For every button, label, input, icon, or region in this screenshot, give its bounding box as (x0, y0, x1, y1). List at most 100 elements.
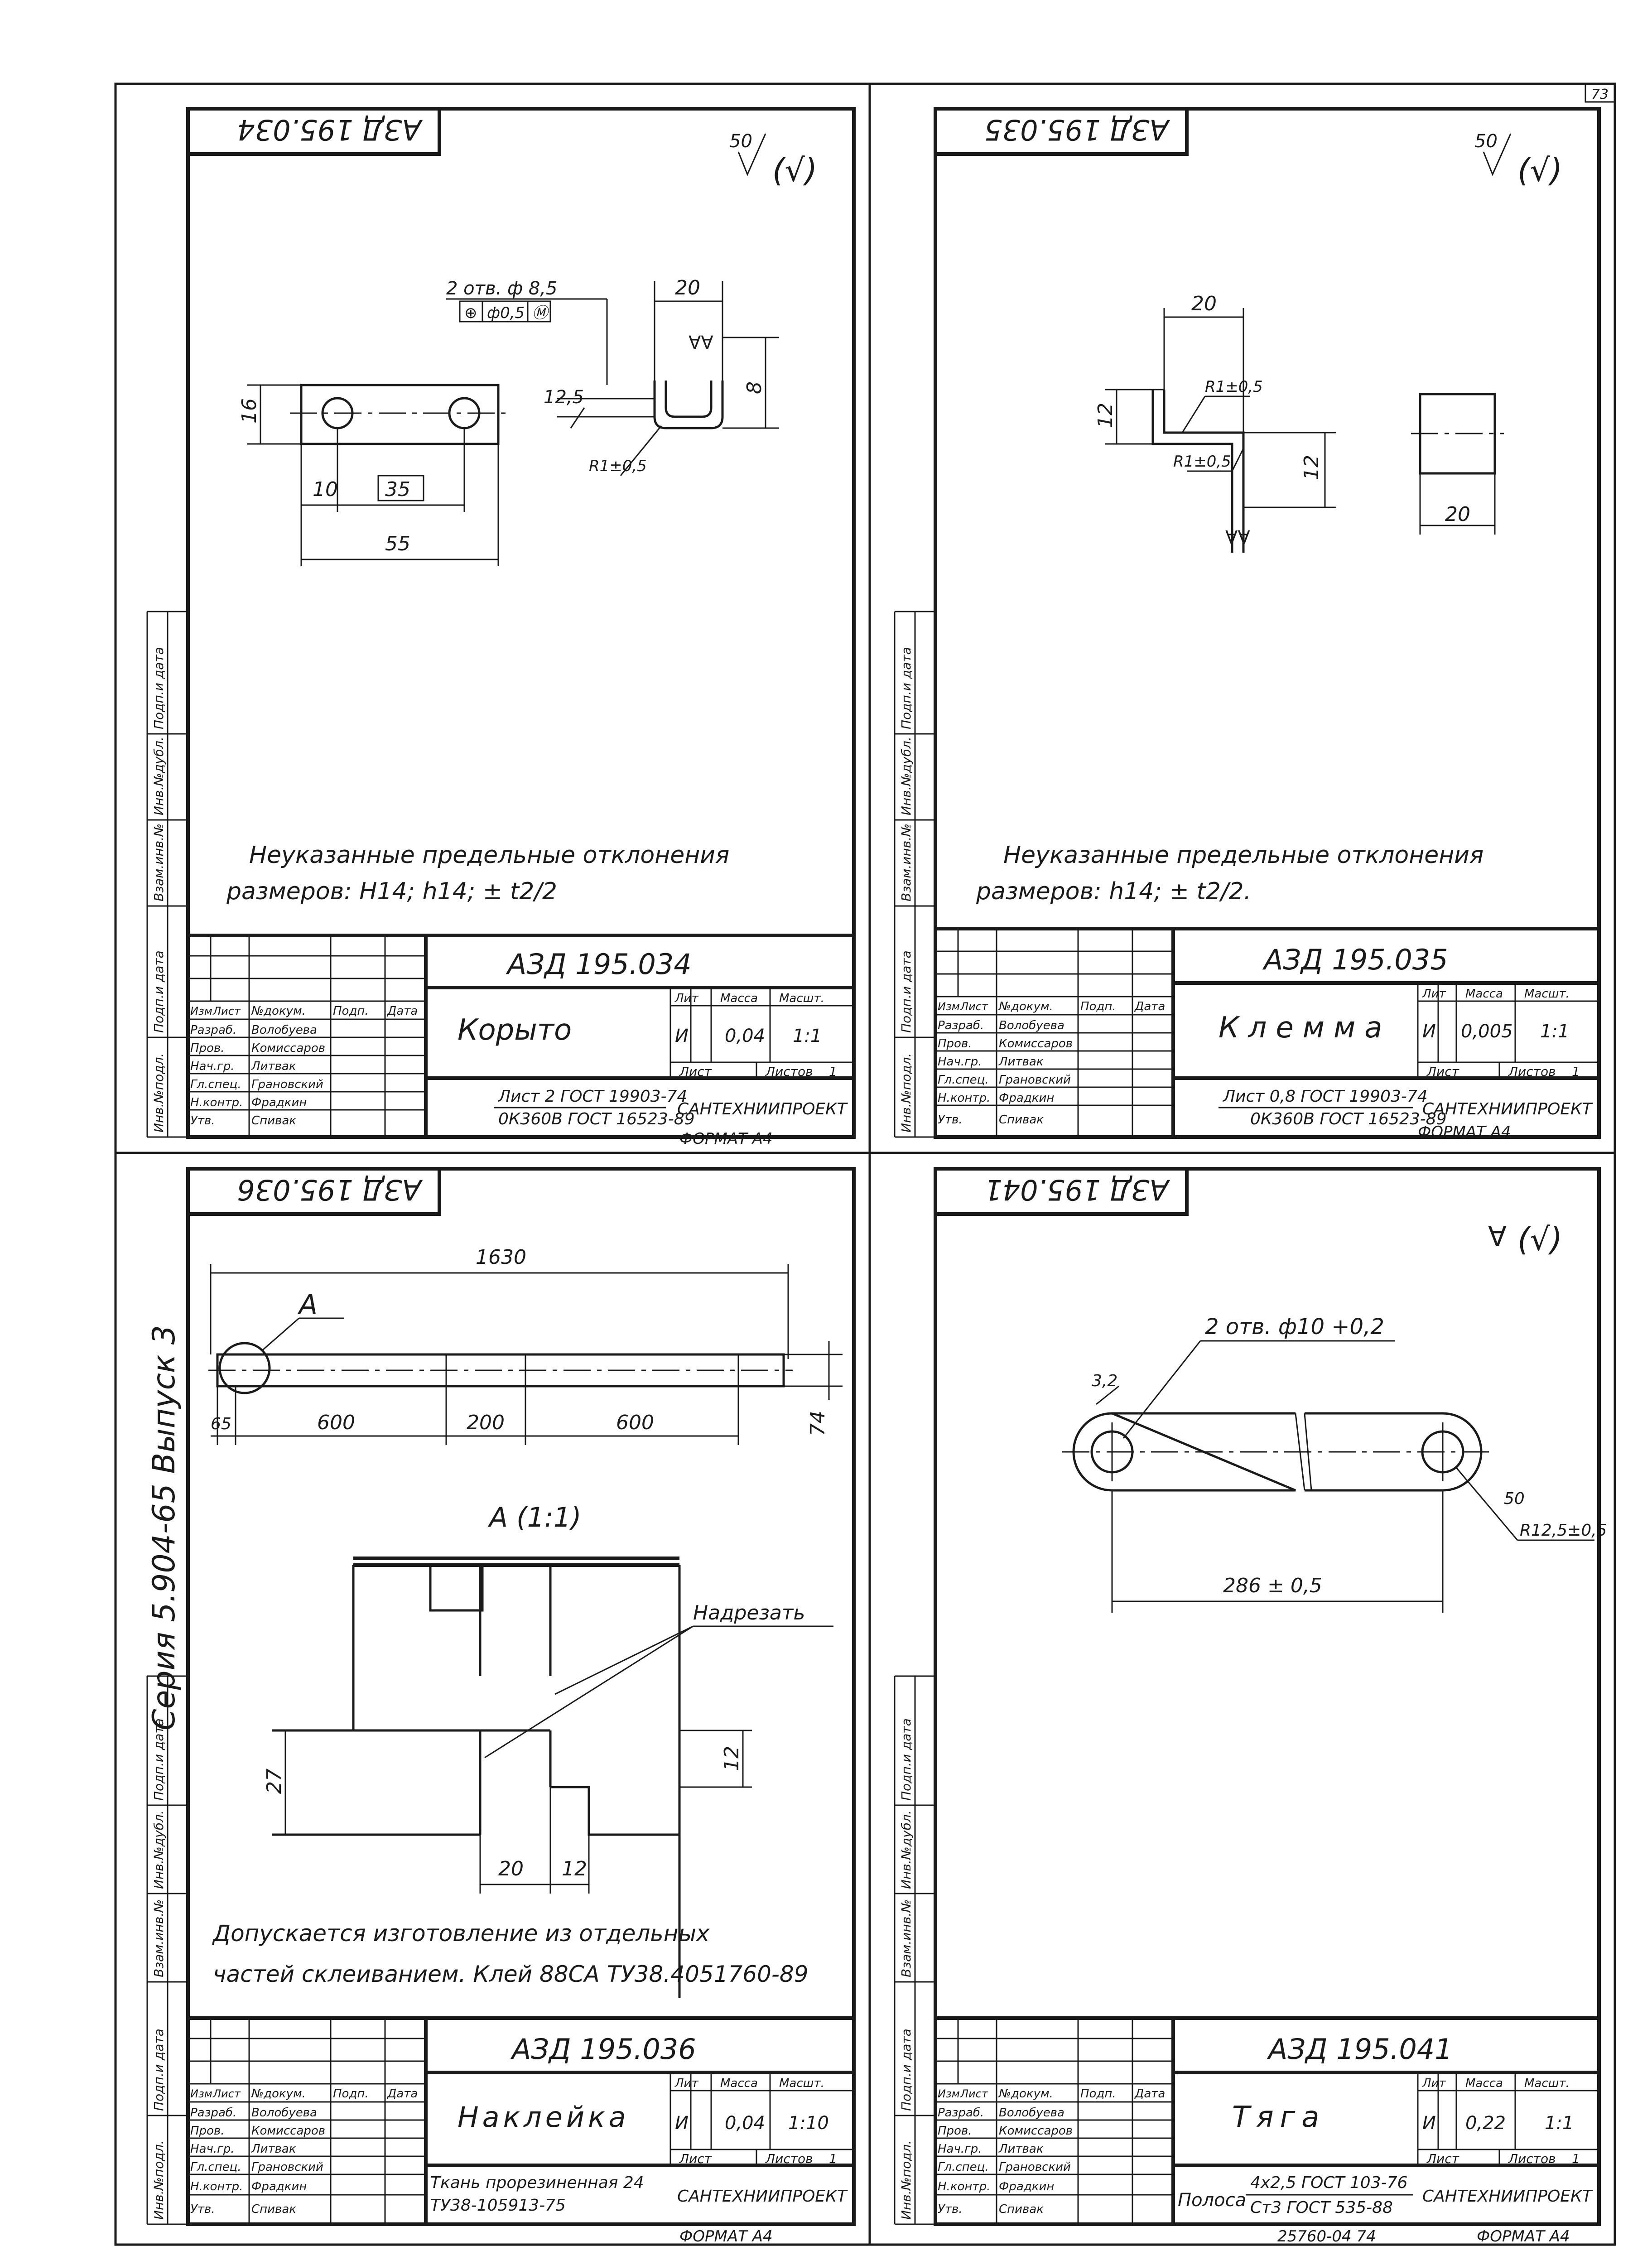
part-side-2: 20 (1411, 393, 1504, 535)
svg-text:20: 20 (498, 1857, 524, 1880)
svg-text:Литвак: Литвак (998, 1055, 1044, 1069)
svg-text:Масшт.: Масшт. (1524, 987, 1570, 1001)
svg-text:1:1: 1:1 (1545, 2113, 1574, 2134)
svg-text:САНТЕХНИИПРОЕКТ: САНТЕХНИИПРОЕКТ (1422, 2187, 1594, 2206)
svg-text:Инв.№дубл.: Инв.№дубл. (899, 1810, 914, 1889)
svg-text:65: 65 (211, 1415, 231, 1433)
svg-text:Лист: Лист (960, 2087, 988, 2100)
svg-text:(√): (√) (1517, 152, 1562, 189)
svg-text:Лит: Лит (1422, 987, 1446, 1001)
svg-text:Масшт.: Масшт. (779, 2077, 824, 2090)
svg-text:200: 200 (467, 1411, 505, 1434)
svg-text:Утв.: Утв. (190, 2202, 215, 2216)
svg-text:Взам.инв.№: Взам.инв.№ (151, 824, 166, 901)
svg-text:Волобуева: Волобуева (999, 2106, 1064, 2120)
svg-text:1:10: 1:10 (788, 2113, 829, 2134)
svg-text:12,5: 12,5 (544, 387, 584, 408)
svg-text:Дата: Дата (1134, 1000, 1165, 1013)
svg-text:И: И (675, 1026, 689, 1046)
svg-text:Дата: Дата (387, 2087, 418, 2101)
svg-text:Комиссаров: Комиссаров (999, 1037, 1073, 1051)
svg-text:Гл.спец.: Гл.спец. (190, 1078, 241, 1091)
svg-text:R1±0,5: R1±0,5 (1173, 453, 1231, 471)
svg-text:Грановский: Грановский (999, 1073, 1071, 1087)
rotated-code-1: АЗД 195.034 (237, 113, 423, 146)
svg-text:(√): (√) (1517, 1221, 1562, 1258)
sheet-klemma: Инв.№подл. Подп.и дата Взам.инв.№ Инв.№д… (894, 107, 1601, 1139)
svg-text:Инв.№подл.: Инв.№подл. (899, 2140, 914, 2220)
svg-text:Разраб.: Разраб. (938, 1019, 984, 1032)
title-block-2: Изм Лист №докум. Подп. Дата Разраб. Воло… (934, 927, 1601, 1139)
svg-text:№докум.: №докум. (250, 1004, 306, 1018)
svg-text:0К360В ГОСТ 16523-89: 0К360В ГОСТ 16523-89 (1250, 1110, 1447, 1128)
svg-text:Подп.и дата: Подп.и дата (899, 2029, 914, 2111)
side-strip-3: Инв.№подл. Подп.и дата Взам.инв.№ Инв.№д… (146, 1675, 188, 2225)
svg-text:Спивак: Спивак (999, 1113, 1044, 1127)
rotated-code-2: АЗД 195.035 (984, 113, 1170, 146)
svg-text:Инв.№дубл.: Инв.№дубл. (899, 737, 914, 815)
svg-text:Подп.: Подп. (1080, 1000, 1116, 1013)
svg-text:Ⓜ: Ⓜ (532, 304, 550, 322)
svg-text:1: 1 (1572, 2151, 1580, 2166)
note-3-line2: частей склеиванием. Клей 88СА ТУ38.40517… (213, 1961, 809, 1987)
svg-text:3,2: 3,2 (1092, 1372, 1117, 1390)
svg-text:№докум.: №докум. (998, 1000, 1053, 1013)
roughness-mark-4: ∀ (√) (1488, 1221, 1562, 1258)
sheet-3-name: Наклейка (458, 2101, 630, 2134)
svg-text:R12,5±0,5: R12,5±0,5 (1520, 1521, 1607, 1540)
svg-text:Утв.: Утв. (190, 1114, 215, 1128)
svg-text:Надрезать: Надрезать (693, 1601, 805, 1624)
svg-text:Полоса: Полоса (1178, 2190, 1246, 2211)
svg-text:4х2,5 ГОСТ 103-76: 4х2,5 ГОСТ 103-76 (1250, 2173, 1407, 2192)
svg-text:0,005: 0,005 (1461, 1021, 1513, 1042)
format-label-3: ФОРМАТ А4 (679, 2227, 773, 2246)
svg-text:1: 1 (829, 2151, 837, 2166)
svg-text:Масса: Масса (1465, 2077, 1503, 2090)
note-2-line2: размеров: h14; ± t2/2. (976, 878, 1251, 905)
svg-text:50: 50 (729, 131, 752, 152)
svg-text:Комиссаров: Комиссаров (999, 2124, 1073, 2138)
svg-text:Подп.и дата: Подп.и дата (899, 1718, 914, 1801)
svg-text:Пров.: Пров. (190, 2124, 225, 2138)
svg-text:Изм: Изм (938, 1000, 960, 1013)
svg-text:Подп.и дата: Подп.и дата (151, 950, 166, 1033)
link-plan-4: 286 ± 0,5 2 отв. ф10 +0,2 3,2 R12,5±0,5 … (1062, 1314, 1607, 1613)
svg-text:Фрадкин: Фрадкин (999, 1091, 1054, 1105)
svg-text:Литвак: Литвак (251, 2142, 296, 2156)
svg-text:И: И (675, 2113, 689, 2134)
svg-text:Спивак: Спивак (999, 2202, 1044, 2216)
svg-text:12: 12 (1094, 403, 1117, 428)
svg-text:∀: ∀ (1488, 1221, 1507, 1253)
part-plan-1: 16 10 35 55 (238, 384, 512, 566)
svg-text:САНТЕХНИИПРОЕКТ: САНТЕХНИИПРОЕКТ (677, 1100, 848, 1118)
svg-text:Гл.спец.: Гл.спец. (190, 2160, 241, 2174)
svg-text:Лист 0,8 ГОСТ 19903-74: Лист 0,8 ГОСТ 19903-74 (1222, 1087, 1428, 1106)
sheet-tyaga: Инв.№подл. Подп.и дата Взам.инв.№ Инв.№д… (894, 1167, 1607, 2226)
svg-text:Грановский: Грановский (251, 1078, 323, 1091)
svg-text:Лист 2 ГОСТ 19903-74: Лист 2 ГОСТ 19903-74 (497, 1087, 687, 1106)
svg-text:Взам.инв.№: Взам.инв.№ (899, 824, 914, 901)
svg-text:∀∀: ∀∀ (689, 333, 713, 353)
svg-text:Разраб.: Разраб. (190, 1023, 236, 1037)
svg-text:Лист: Лист (1426, 2151, 1459, 2166)
svg-text:Подп.и дата: Подп.и дата (899, 950, 914, 1033)
note-2-line1: Неуказанные предельные отклонения (1003, 842, 1483, 869)
svg-text:Лист: Лист (212, 1005, 241, 1017)
svg-text:20: 20 (675, 276, 700, 299)
svg-text:Взам.инв.№: Взам.инв.№ (151, 1899, 166, 1977)
part-profile-1: 20 8 12,5 R1±0,5 ∀∀ (544, 276, 779, 476)
side-strip-4: Инв.№подл. Подп.и дата Взам.инв.№ Инв.№д… (894, 1675, 935, 2225)
rotated-code-4: АЗД 195.041 (984, 1173, 1170, 1206)
page-number-box (1585, 83, 1616, 103)
svg-text:Листов: Листов (1508, 1064, 1556, 1079)
svg-text:Нач.гр.: Нач.гр. (190, 2142, 235, 2156)
inner-frame-1 (186, 107, 856, 1139)
svg-text:0К360В ГОСТ 16523-89: 0К360В ГОСТ 16523-89 (498, 1110, 695, 1128)
svg-text:27: 27 (263, 1769, 286, 1794)
svg-text:2 отв. ф10 +0,2: 2 отв. ф10 +0,2 (1205, 1314, 1384, 1340)
part-profile-2: 12 20 12 R1±0,5 R1±0,5 ∀∀ (1094, 292, 1336, 553)
page-frame (114, 82, 1616, 2246)
svg-text:Подп.и дата: Подп.и дата (151, 647, 166, 729)
svg-text:16: 16 (238, 398, 261, 424)
